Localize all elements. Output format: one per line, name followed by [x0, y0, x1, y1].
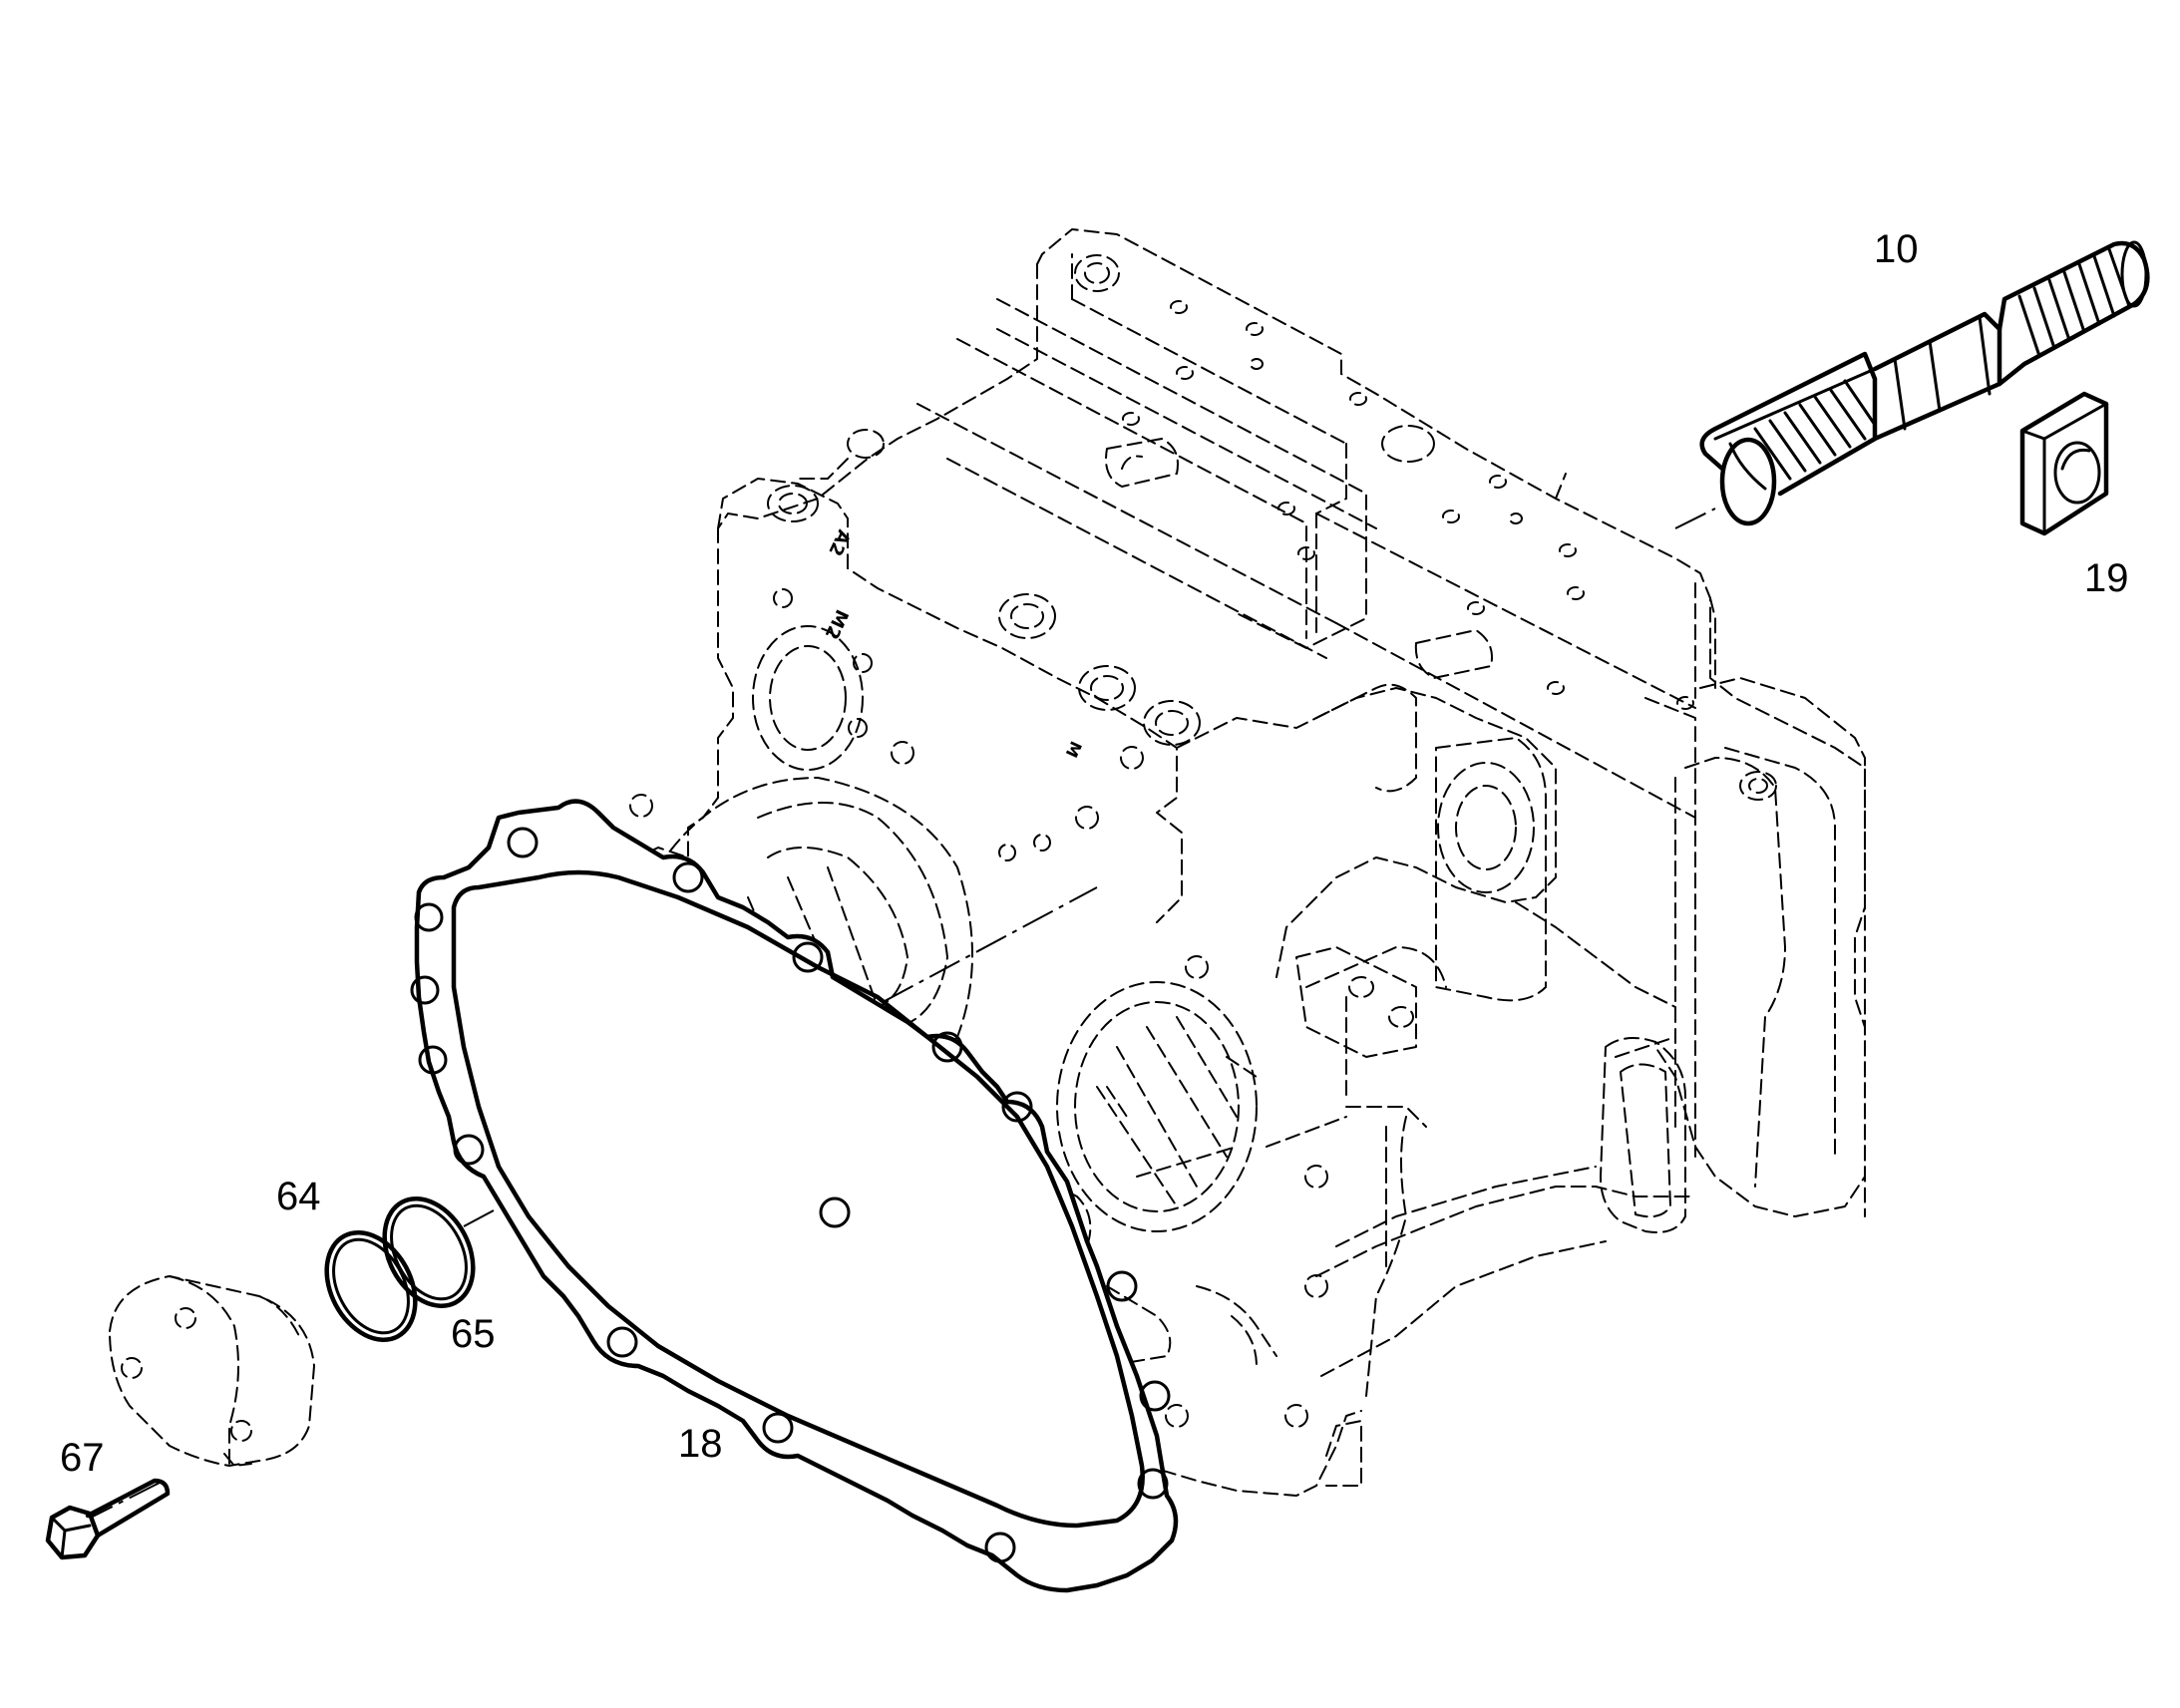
- svg-text:M: M: [1062, 738, 1086, 760]
- casting-markings: A2 M2 M: [821, 526, 1086, 761]
- callout-18: 18: [678, 1422, 723, 1466]
- callout-10: 10: [1874, 227, 1919, 271]
- o-ring-part-65: [382, 1196, 476, 1308]
- housing-visible-edges: [1555, 473, 1716, 689]
- svg-text:M2: M2: [821, 606, 853, 642]
- callout-65: 65: [451, 1312, 496, 1356]
- callout-19: 19: [2084, 556, 2129, 600]
- callout-67: 67: [60, 1436, 105, 1480]
- cover-cap: [109, 1275, 315, 1467]
- threaded-shaft-part-10: [1699, 240, 2150, 526]
- square-washer-part-19: [2019, 391, 2109, 536]
- transmission-housing: [602, 228, 1866, 1497]
- gasket-part-18: [410, 799, 1179, 1593]
- hex-bolt-part-67: [45, 1478, 171, 1560]
- svg-text:A2: A2: [824, 526, 854, 559]
- callout-64: 64: [276, 1175, 321, 1218]
